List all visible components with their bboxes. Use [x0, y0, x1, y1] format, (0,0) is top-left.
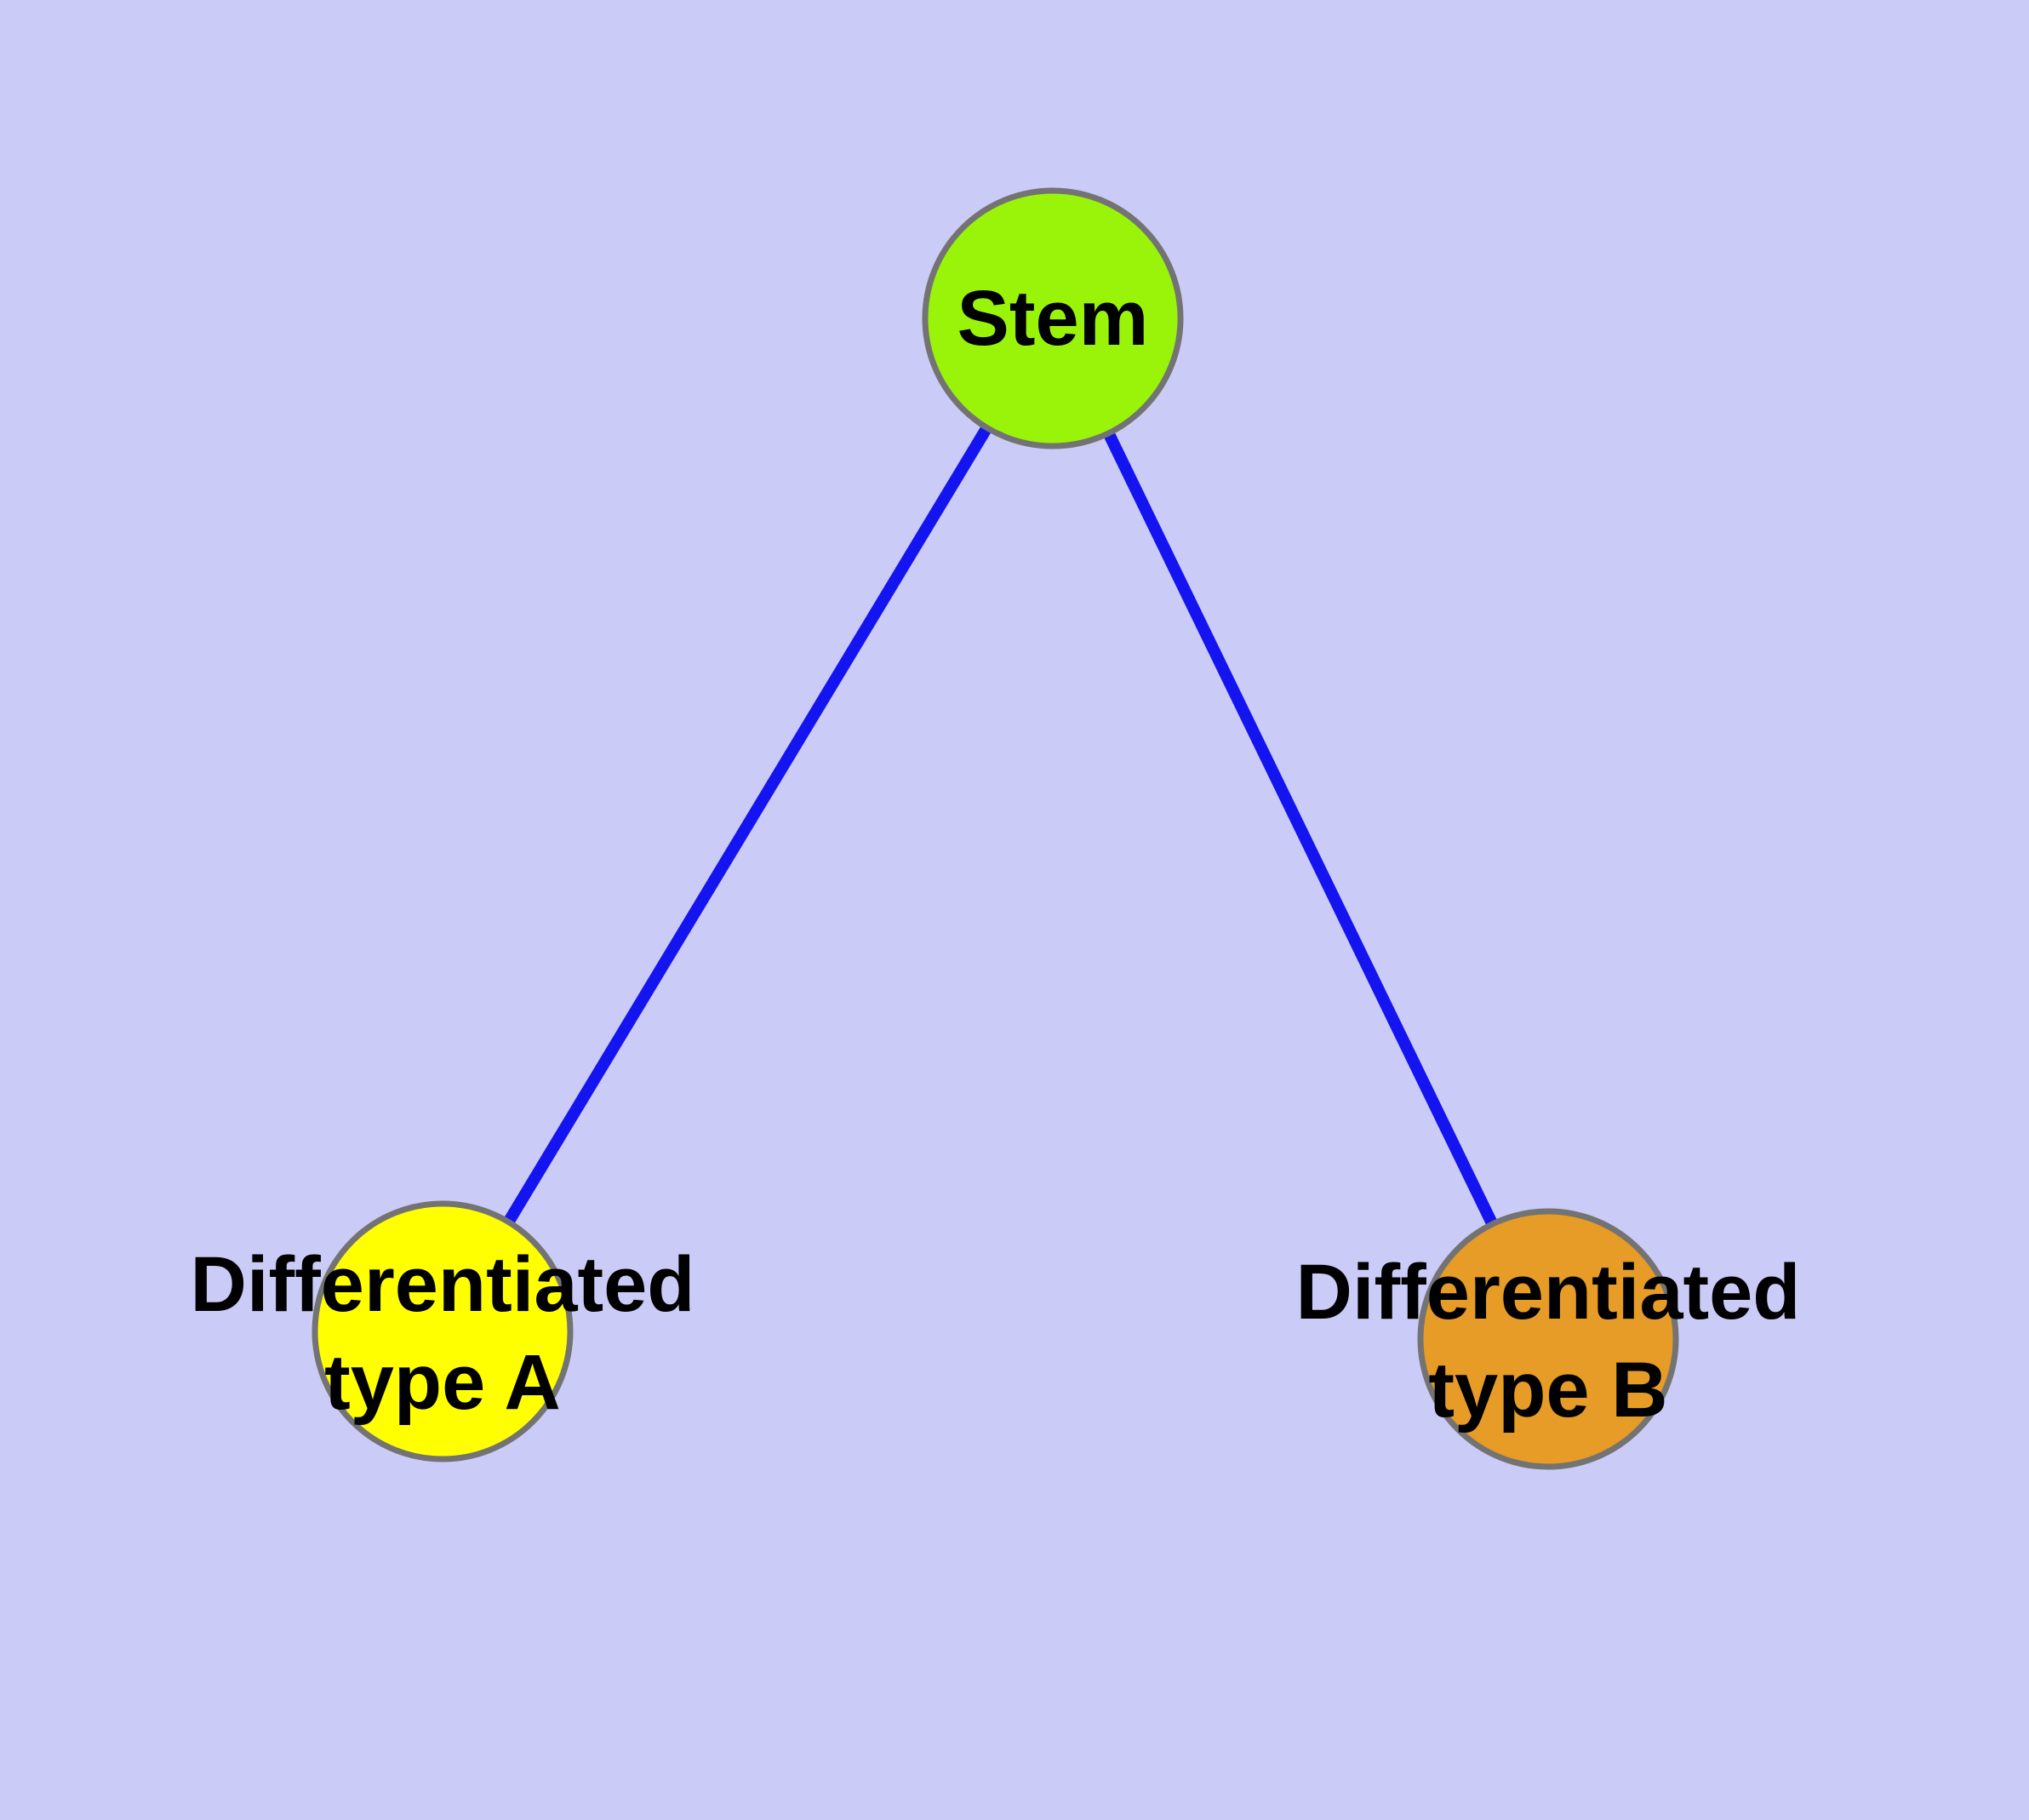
node-type-b-label-line1: Differentiated	[1296, 1249, 1801, 1336]
edge-stem-to-type-a	[502, 421, 993, 1228]
node-type-a-label-line1: Differentiated	[191, 1241, 695, 1328]
node-stem	[922, 187, 1184, 449]
node-type-a	[311, 1200, 574, 1462]
node-stem-label: Stem	[957, 275, 1149, 362]
node-type-a-label-line2: type A	[324, 1339, 561, 1426]
node-type-b-label-line2: type B	[1428, 1347, 1667, 1434]
edge-stem-to-type-b	[1102, 426, 1499, 1231]
node-type-b	[1417, 1208, 1679, 1470]
